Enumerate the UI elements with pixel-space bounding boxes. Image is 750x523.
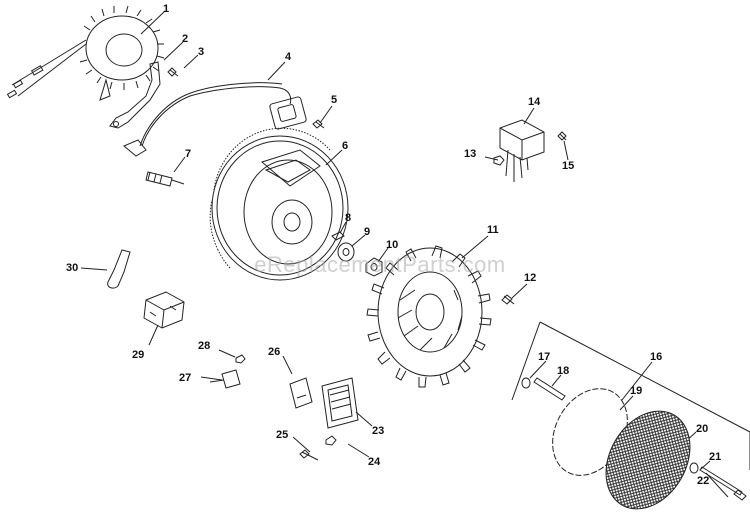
callout-8[interactable]: 8 bbox=[345, 212, 352, 224]
washer-drawing bbox=[337, 242, 355, 262]
callout-6[interactable]: 6 bbox=[342, 140, 349, 152]
callout-13[interactable]: 13 bbox=[464, 148, 477, 160]
callout-23[interactable]: 23 bbox=[372, 425, 385, 437]
callout-16[interactable]: 16 bbox=[650, 351, 663, 363]
rectifier-drawing bbox=[321, 377, 359, 429]
stator-drawing bbox=[6, 5, 165, 101]
screw-15-drawing bbox=[557, 131, 567, 141]
callout-5[interactable]: 5 bbox=[331, 94, 338, 106]
screw-25-drawing bbox=[299, 449, 319, 461]
callout-29[interactable]: 29 bbox=[132, 349, 145, 361]
callout-11[interactable]: 11 bbox=[487, 224, 499, 236]
callout-3[interactable]: 3 bbox=[198, 46, 205, 58]
clamp-drawing bbox=[107, 249, 131, 289]
screw-5-drawing bbox=[312, 119, 325, 129]
washer-21-drawing bbox=[689, 462, 699, 474]
callout-27[interactable]: 27 bbox=[179, 372, 192, 384]
callout-21[interactable]: 21 bbox=[709, 451, 722, 463]
pin-drawing bbox=[533, 377, 566, 401]
flywheel-drawing bbox=[209, 127, 349, 281]
callout-26[interactable]: 26 bbox=[268, 346, 281, 358]
callout-19[interactable]: 19 bbox=[630, 385, 643, 397]
callout-1[interactable]: 1 bbox=[163, 3, 170, 15]
clip-drawing bbox=[209, 369, 241, 389]
callout-22[interactable]: 22 bbox=[697, 475, 710, 487]
callout-12[interactable]: 12 bbox=[524, 272, 537, 284]
screen-kit-border bbox=[511, 321, 750, 470]
callout-4[interactable]: 4 bbox=[285, 51, 292, 63]
stud-drawing bbox=[699, 466, 747, 501]
module-14-drawing bbox=[499, 119, 545, 182]
callout-18[interactable]: 18 bbox=[557, 365, 570, 377]
callout-25[interactable]: 25 bbox=[276, 429, 289, 441]
connector-drawing bbox=[143, 291, 185, 329]
key-drawing bbox=[331, 231, 345, 241]
callout-9[interactable]: 9 bbox=[364, 226, 371, 238]
screw-3-drawing bbox=[167, 67, 179, 77]
nut-24-drawing bbox=[325, 435, 337, 446]
bracket-drawing bbox=[109, 61, 161, 129]
nut-drawing bbox=[365, 257, 383, 277]
washer-17-drawing bbox=[521, 377, 531, 389]
mesh-screen-drawing bbox=[605, 410, 691, 510]
callout-30[interactable]: 30 bbox=[66, 262, 79, 274]
callout-20[interactable]: 20 bbox=[696, 423, 709, 435]
screw-12-drawing bbox=[501, 294, 515, 305]
callout-28[interactable]: 28 bbox=[198, 340, 211, 352]
ignition-lead-drawing bbox=[141, 86, 292, 147]
plate-drawing bbox=[289, 377, 313, 409]
callout-10[interactable]: 10 bbox=[386, 239, 399, 251]
nut-13-drawing bbox=[493, 155, 505, 166]
nut-28-drawing bbox=[235, 354, 246, 364]
callout-15[interactable]: 15 bbox=[562, 160, 575, 172]
fitting-7-drawing bbox=[145, 171, 185, 187]
callout-7[interactable]: 7 bbox=[185, 148, 192, 160]
callout-24[interactable]: 24 bbox=[368, 456, 381, 468]
callout-14[interactable]: 14 bbox=[528, 96, 541, 108]
fan-drawing bbox=[366, 245, 492, 388]
callout-17[interactable]: 17 bbox=[538, 351, 551, 363]
callout-2[interactable]: 2 bbox=[182, 33, 189, 45]
